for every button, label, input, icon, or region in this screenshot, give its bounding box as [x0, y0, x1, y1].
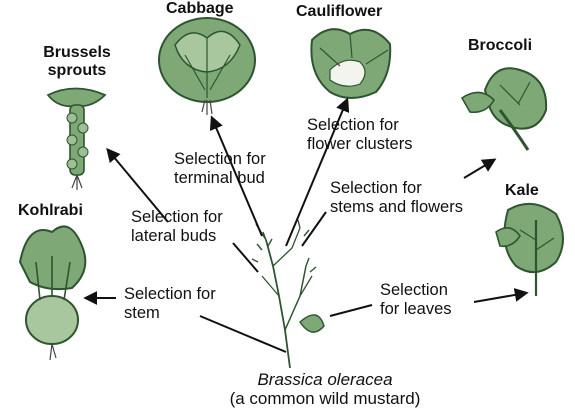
arrow-leaves	[473, 288, 529, 303]
arrow-stems-and-flowers-to-plant	[301, 211, 327, 247]
arrow-stem-to-plant	[199, 315, 287, 353]
selection-leaves-label: Selection for leaves	[380, 281, 452, 319]
selection-terminal-bud-line2: terminal bud	[174, 169, 265, 187]
brussels-sprouts-illustration	[46, 87, 107, 190]
species-caption: Brassica oleracea (a common wild mustard…	[200, 370, 450, 408]
arrow-lateral-buds-to-brussels	[106, 147, 169, 223]
species-common-name: (a common wild mustard)	[229, 389, 421, 408]
cabbage-label: Cabbage	[166, 0, 234, 17]
arrow-flower-clusters	[285, 97, 350, 247]
selection-stem-line1: Selection for	[124, 285, 216, 303]
species-name: Brassica oleracea	[200, 370, 450, 389]
selection-lateral-buds-label: Selection for lateral buds	[131, 208, 223, 246]
broccoli-illustration	[460, 67, 548, 151]
selection-lateral-buds-line1: Selection for	[131, 208, 223, 226]
kale-illustration	[495, 203, 564, 296]
arrow-lateral-buds-to-plant	[232, 242, 259, 273]
selection-leaves-line2: for leaves	[380, 300, 452, 318]
selection-lateral-buds-line2: lateral buds	[131, 227, 217, 245]
cauliflower-label: Cauliflower	[296, 3, 383, 20]
arrows	[83, 97, 529, 353]
selection-stems-and-flowers-line1: Selection for	[330, 179, 422, 197]
selection-flower-clusters-line2: flower clusters	[307, 135, 413, 153]
arrow-stems-and-flowers	[463, 158, 497, 179]
selection-stem-label: Selection for stem	[124, 285, 216, 323]
selection-terminal-bud-label: Selection for terminal bud	[174, 150, 266, 188]
kale-label: Kale	[505, 182, 539, 199]
selection-stems-and-flowers-label: Selection for stems and flowers	[330, 179, 463, 217]
selection-stems-and-flowers-line2: stems and flowers	[330, 198, 463, 216]
selection-stem-line2: stem	[124, 304, 160, 322]
cauliflower-illustration	[310, 28, 392, 99]
brussels-sprouts-label-line1: Brussels	[43, 44, 111, 61]
cabbage-illustration	[158, 17, 256, 115]
arrow-terminal-bud	[209, 115, 263, 237]
species-name-text: Brassica oleracea	[257, 370, 393, 389]
arrow-leaves-to-plant	[329, 304, 373, 317]
kohlrabi-illustration	[18, 225, 87, 361]
selection-flower-clusters-line1: Selection for	[307, 116, 399, 134]
broccoli-label: Broccoli	[468, 37, 533, 54]
brussels-sprouts-label: Brussels sprouts	[32, 44, 122, 80]
selection-terminal-bud-line1: Selection for	[174, 150, 266, 168]
kohlrabi-label: Kohlrabi	[18, 202, 83, 219]
selection-flower-clusters-label: Selection for flower clusters	[307, 116, 412, 154]
selection-leaves-line1: Selection	[380, 281, 448, 299]
brussels-sprouts-label-line2: sprouts	[47, 62, 107, 79]
